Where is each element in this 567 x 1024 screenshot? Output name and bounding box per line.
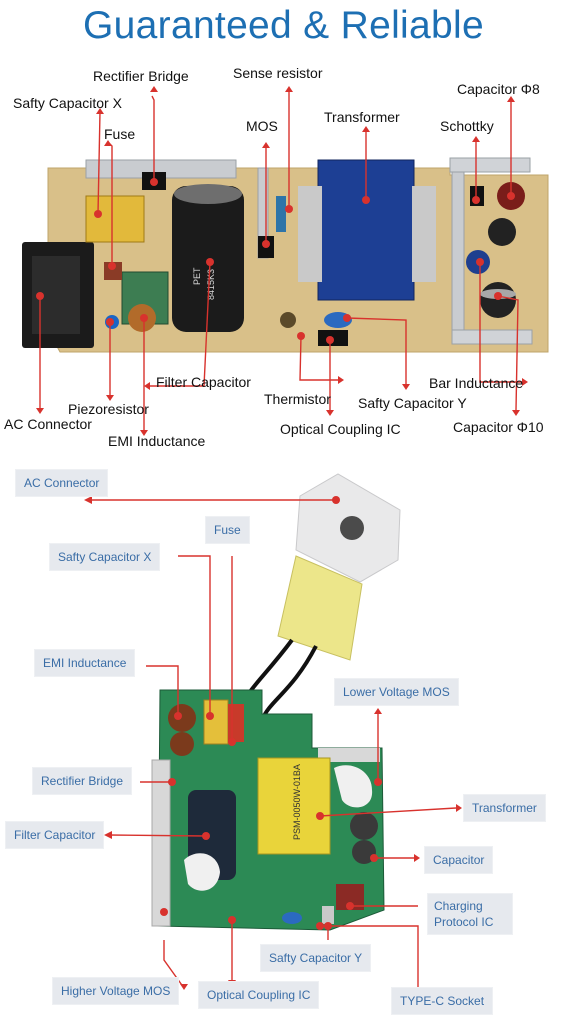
- label-safty-capacitor-y: Safty Capacitor Y: [358, 395, 467, 411]
- label-bar-inductance: Bar Inductance: [429, 375, 524, 391]
- label-mos: MOS: [246, 118, 278, 134]
- box-lower-voltage-mos: Lower Voltage MOS: [335, 679, 458, 705]
- label-transformer: Transformer: [324, 109, 400, 125]
- label-filter-capacitor: Filter Capacitor: [156, 374, 251, 390]
- label-rectifier-bridge: Rectifier Bridge: [93, 68, 189, 84]
- box-rectifier-bridge: Rectifier Bridge: [33, 768, 132, 794]
- box-type-c-socket: TYPE-C Socket: [392, 988, 493, 1014]
- label-ac-connector: AC Connector: [4, 416, 92, 432]
- box-fuse: Fuse: [206, 517, 249, 543]
- box-safty-capacitor-y: Safty Capacitor Y: [261, 945, 371, 971]
- label-safty-capacitor-x: Safty Capacitor X: [13, 95, 122, 111]
- label-piezoresistor: Piezoresistor: [68, 401, 149, 417]
- label-sense-resistor: Sense resistor: [233, 65, 323, 81]
- label-thermistor: Thermistor: [264, 391, 331, 407]
- label-capacitor-8: Capacitor Φ8: [457, 81, 540, 97]
- label-capacitor-10: Capacitor Φ10: [453, 419, 544, 435]
- box-charging-protocol-ic: Charging Protocol IC: [428, 894, 512, 934]
- box-higher-voltage-mos: Higher Voltage MOS: [53, 978, 179, 1004]
- box-emi-inductance: EMI Inductance: [35, 650, 135, 676]
- cap-print-1: PET: [192, 267, 202, 285]
- box-transformer: Transformer: [464, 795, 545, 821]
- label-optical-coupling-ic: Optical Coupling IC: [280, 421, 401, 437]
- box-ac-connector: AC Connector: [16, 470, 108, 496]
- label-fuse: Fuse: [104, 126, 136, 142]
- transformer-print: PSM-0050W-01BA: [292, 764, 302, 840]
- label-emi-inductance: EMI Inductance: [108, 433, 206, 449]
- box-filter-capacitor: Filter Capacitor: [6, 822, 104, 848]
- page-title: Guaranteed & Reliable: [83, 4, 484, 47]
- box-capacitor: Capacitor: [425, 847, 493, 873]
- box-safty-capacitor-x: Safty Capacitor X: [50, 544, 160, 570]
- box-optical-coupling-ic: Optical Coupling IC: [199, 982, 319, 1008]
- label-schottky: Schottky: [440, 118, 494, 134]
- cap-print-2: 8415K3: [206, 269, 216, 300]
